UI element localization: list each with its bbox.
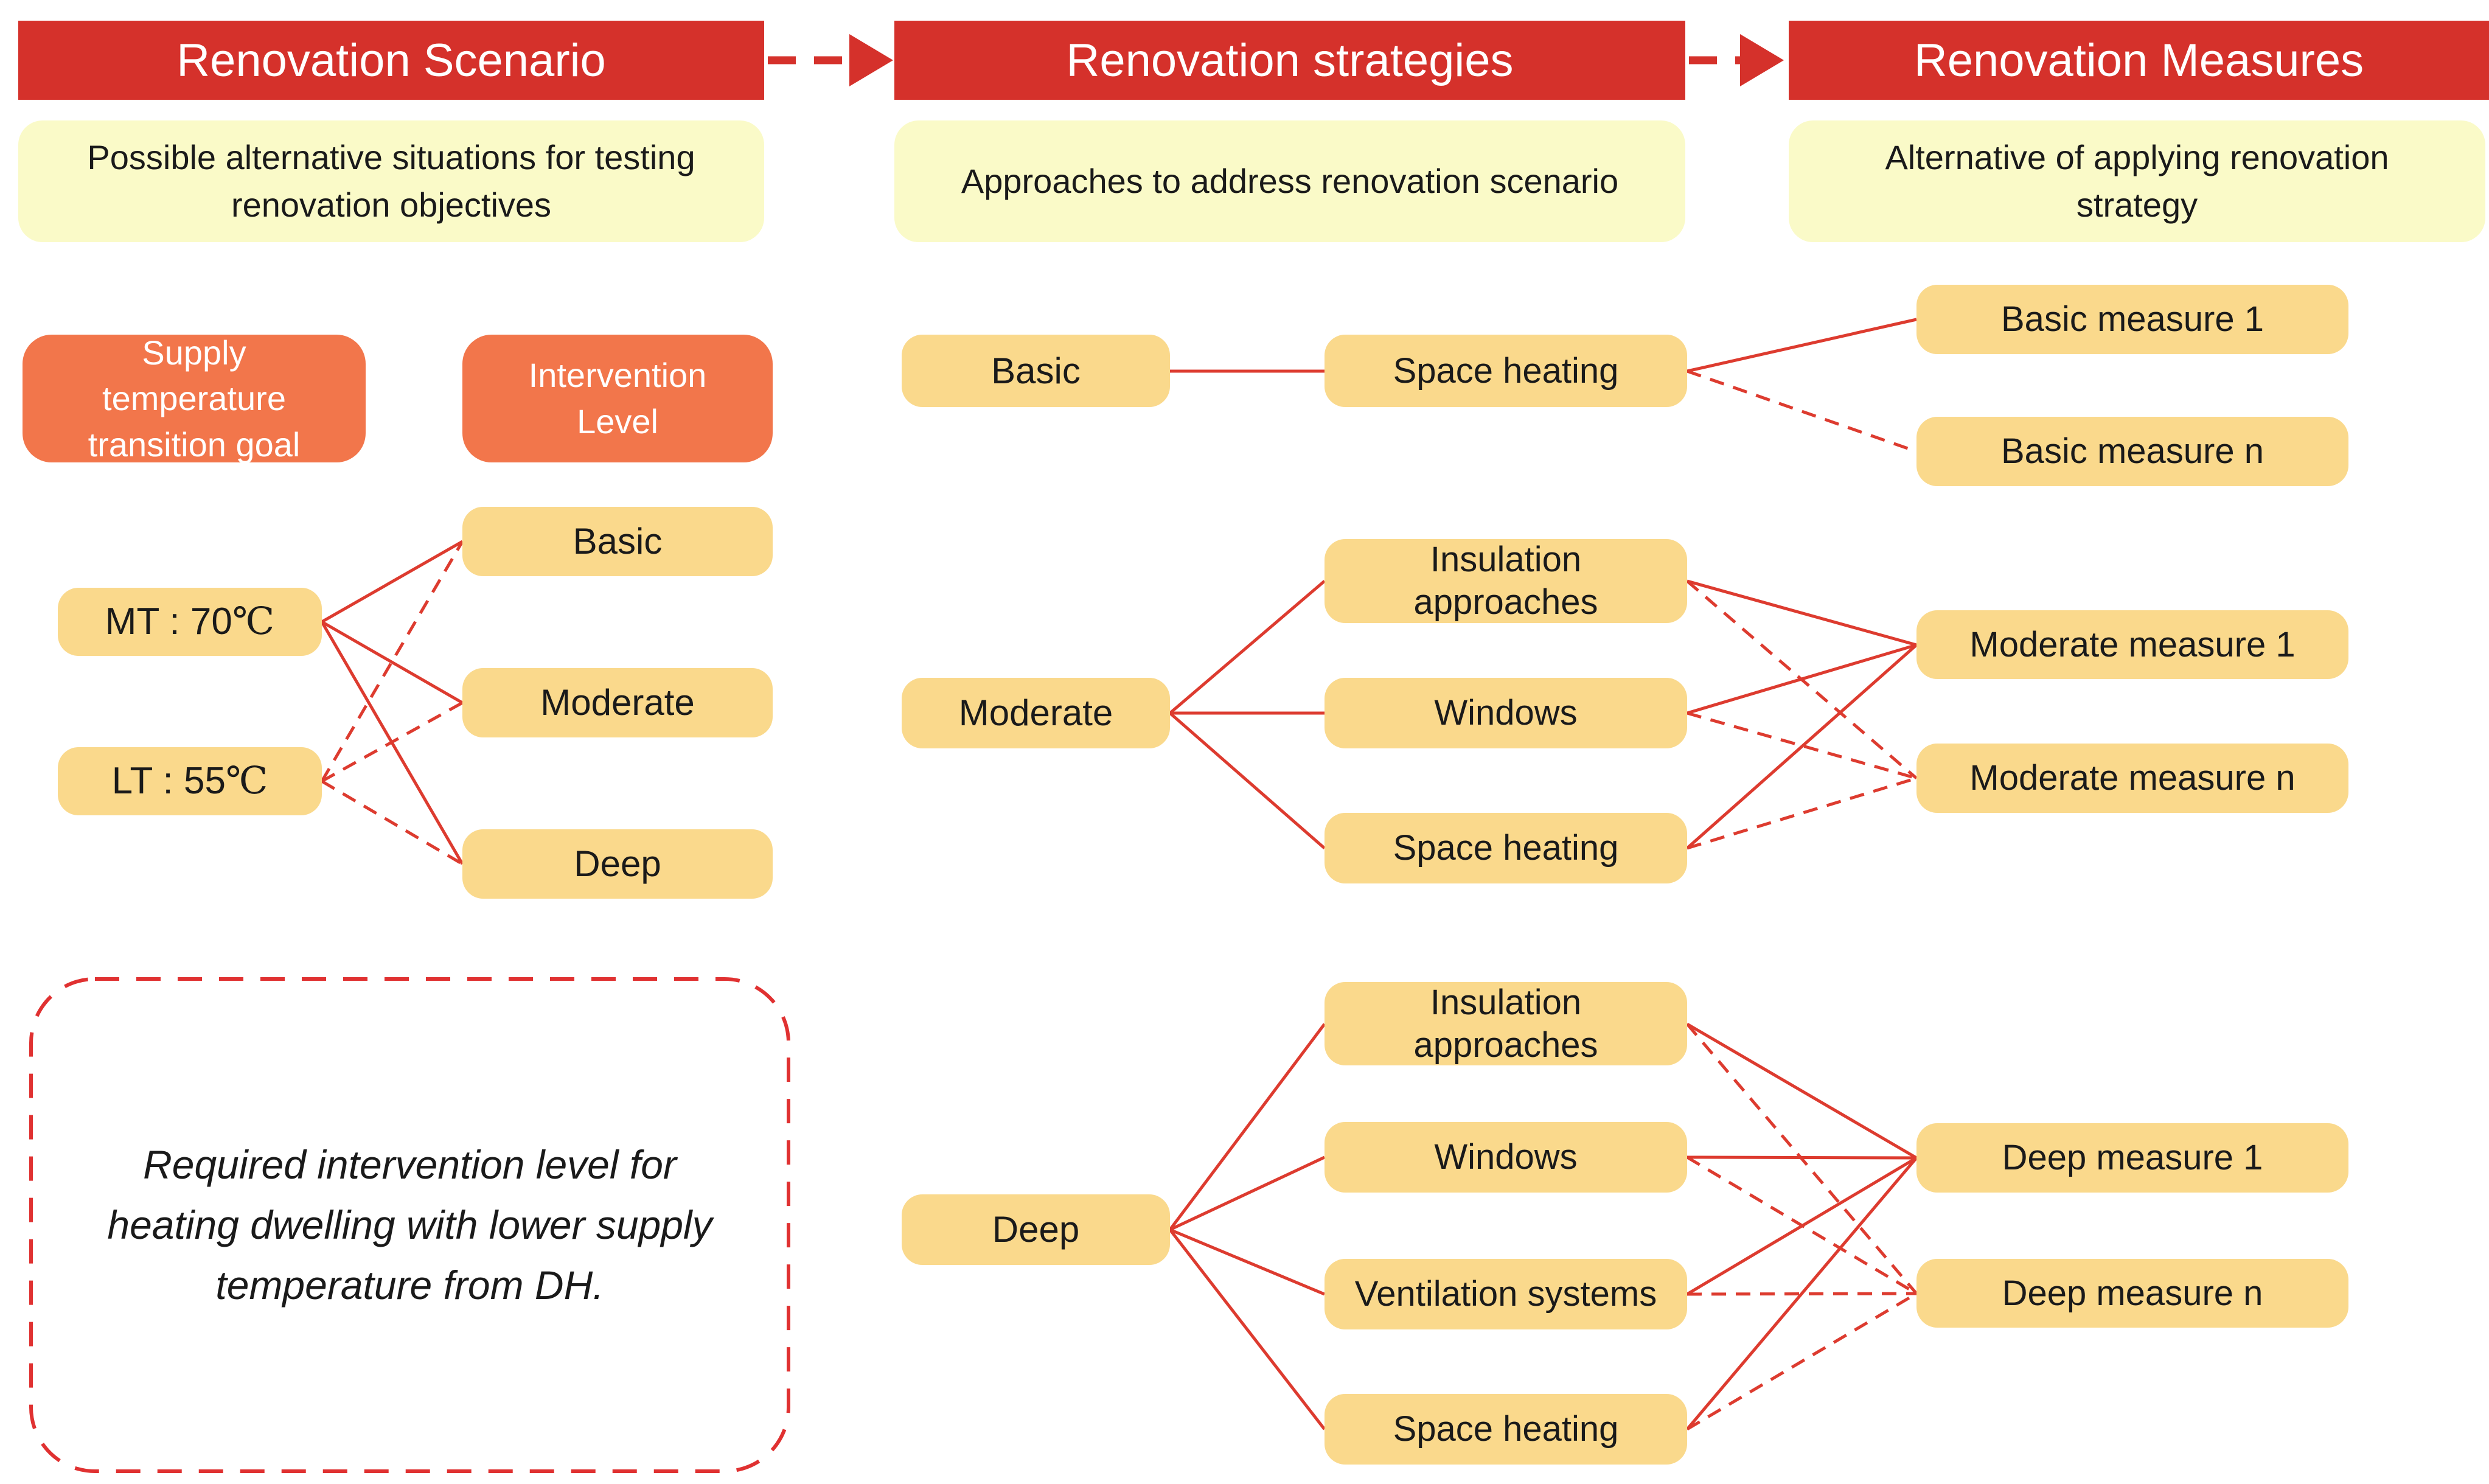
- node-level-moderate: Moderate: [462, 668, 773, 737]
- node-deep-measure-1: Deep measure 1: [1916, 1123, 2348, 1193]
- node-deep-insulation-approaches: Insulation approaches: [1325, 982, 1687, 1065]
- header-arrow-2-head: [1740, 34, 1784, 86]
- connector-spaceheating-basicmeasure1: [1687, 318, 1917, 373]
- node-deep-space-heating: Space heating: [1325, 1394, 1687, 1465]
- connector-insulation-deepmeasuren: [1686, 1023, 1918, 1295]
- connector-moderate-insulation: [1169, 580, 1326, 714]
- node-basic-measure-1: Basic measure 1: [1916, 285, 2348, 354]
- description-renovation-measures: Alternative of applying renovation strat…: [1789, 120, 2485, 242]
- header-renovation-strategies: Renovation strategies: [894, 21, 1685, 100]
- node-goal-lt-55c: LT : 55℃: [58, 747, 322, 815]
- node-moderate-measure-1: Moderate measure 1: [1916, 610, 2348, 679]
- connector-lt-basic: [320, 540, 464, 782]
- header-arrow-1-head: [849, 34, 893, 86]
- node-deep-measure-n: Deep measure n: [1916, 1259, 2348, 1328]
- node-intervention-level: Intervention Level: [462, 335, 773, 462]
- connector-deep-ventilation: [1169, 1228, 1325, 1296]
- connector-deep-spaceheating: [1169, 1228, 1326, 1430]
- node-moderate-windows: Windows: [1325, 678, 1687, 748]
- connector-mt-moderate: [321, 620, 464, 705]
- connector-mt-basic: [321, 540, 464, 624]
- node-deep-ventilation-systems: Ventilation systems: [1325, 1259, 1687, 1329]
- node-moderate-insulation-approaches: Insulation approaches: [1325, 539, 1687, 623]
- connector-spaceheating-deepmeasuren: [1686, 1292, 1918, 1431]
- note-required-intervention: Required intervention level for heating …: [107, 1142, 712, 1308]
- connector-deep-windows: [1169, 1155, 1326, 1231]
- node-moderate-measure-n: Moderate measure n: [1916, 744, 2348, 813]
- node-basic-measure-n: Basic measure n: [1916, 417, 2348, 486]
- connector-spaceheating-modmeasure1: [1686, 644, 1918, 849]
- connector-spaceheating-basicmeasuren: [1687, 369, 1917, 453]
- connector-insulation-modmeasure1: [1687, 579, 1917, 647]
- connector-spaceheating-modmeasuren: [1687, 776, 1917, 850]
- header-renovation-scenario: Renovation Scenario: [18, 21, 764, 100]
- connector-insulation-deepmeasure1: [1686, 1022, 1918, 1160]
- connector-spaceheating-deepmeasure1: [1686, 1157, 1918, 1430]
- node-deep-windows: Windows: [1325, 1122, 1687, 1193]
- connector-lt-deep: [321, 779, 464, 866]
- node-strategy-moderate: Moderate: [902, 678, 1170, 748]
- connector-windows-deepmeasuren: [1686, 1155, 1918, 1295]
- degree-celsius-glyph: ℃: [225, 760, 268, 802]
- header-renovation-measures: Renovation Measures: [1789, 21, 2489, 100]
- connector-insulation-modmeasuren: [1686, 580, 1918, 779]
- goal-mt-text: MT : 70: [105, 600, 232, 643]
- connector-moderate-spaceheating: [1169, 712, 1326, 849]
- node-basic-space-heating: Space heating: [1325, 335, 1687, 407]
- description-renovation-scenario: Possible alternative situations for test…: [18, 120, 764, 242]
- degree-celsius-glyph: ℃: [232, 601, 275, 643]
- node-goal-mt-70c: MT : 70℃: [58, 588, 322, 656]
- connector-deep-insulation: [1169, 1023, 1326, 1231]
- connector-windows-modmeasuren: [1687, 711, 1917, 780]
- node-level-basic: Basic: [462, 507, 773, 576]
- goal-lt-text: LT : 55: [111, 759, 226, 802]
- note-box-border: [29, 977, 790, 1473]
- node-strategy-deep: Deep: [902, 1194, 1170, 1265]
- connector-lt-moderate: [321, 701, 464, 783]
- description-renovation-strategies: Approaches to address renovation scenari…: [894, 120, 1685, 242]
- node-level-deep: Deep: [462, 829, 773, 899]
- node-moderate-space-heating: Space heating: [1325, 813, 1687, 883]
- node-strategy-basic: Basic: [902, 335, 1170, 407]
- node-supply-temperature-goal: Supply temperature transition goal: [23, 333, 366, 464]
